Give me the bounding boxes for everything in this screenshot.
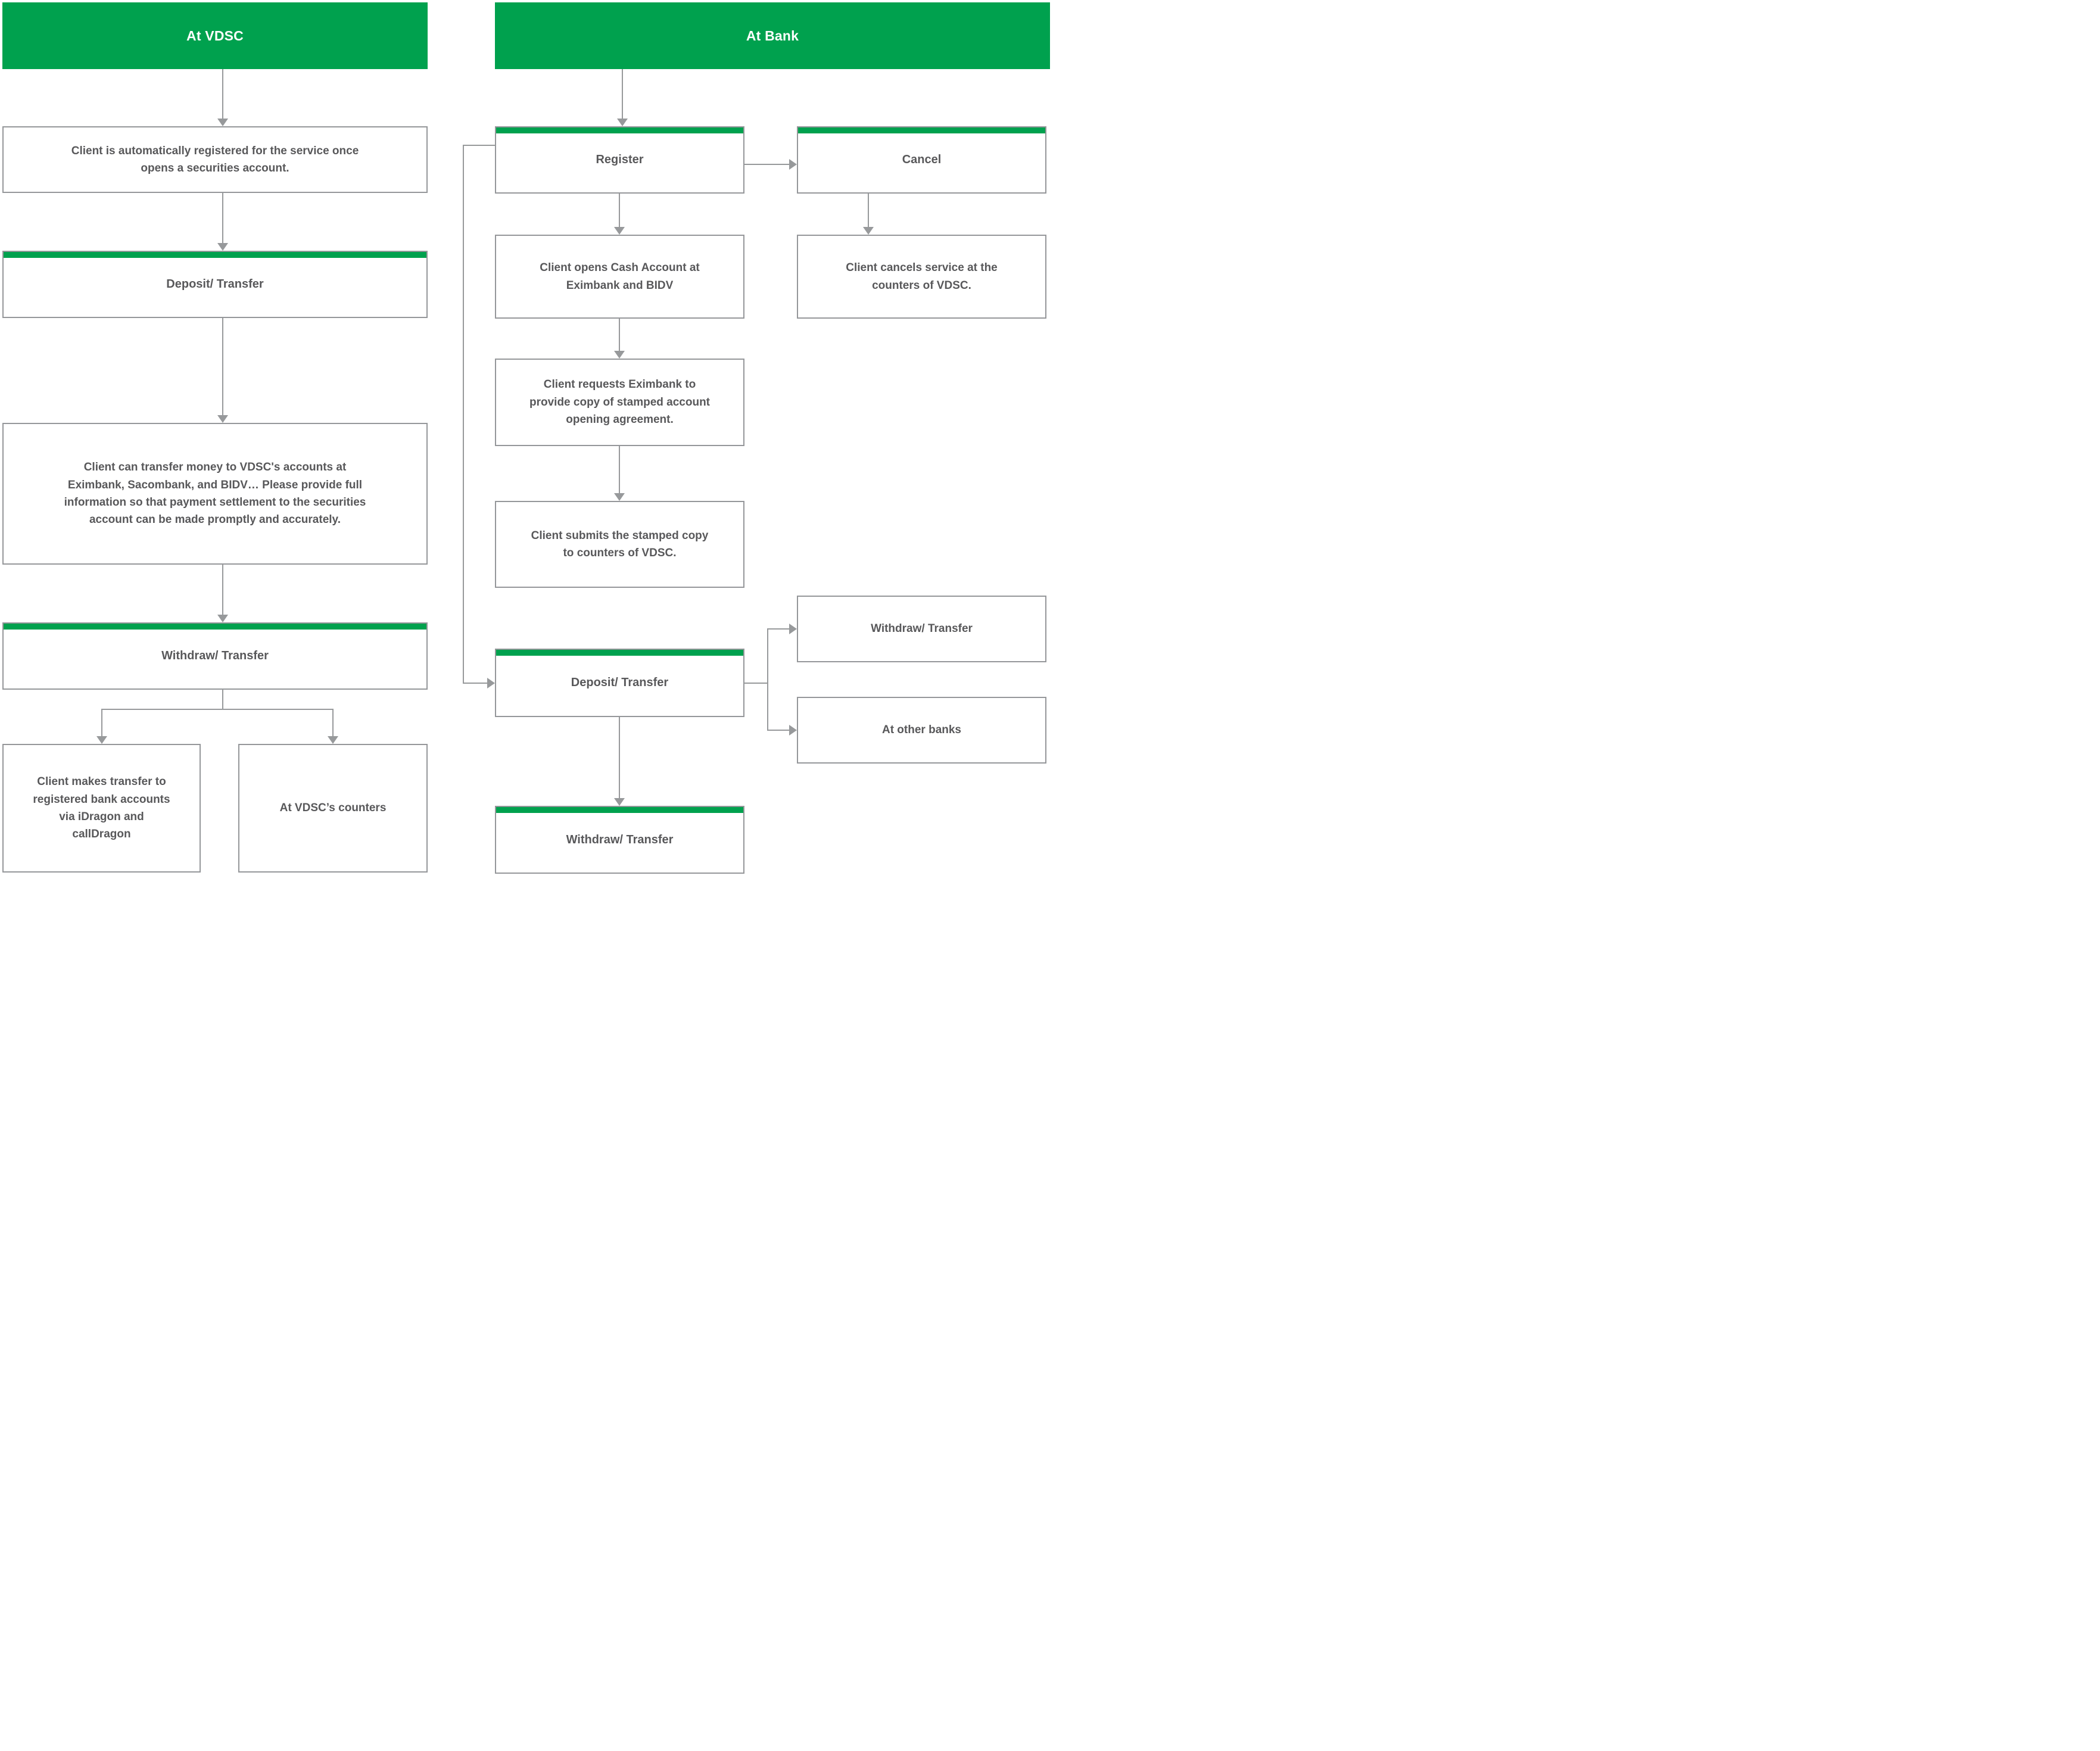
connector-line xyxy=(222,69,223,119)
header-at-bank-label: At Bank xyxy=(746,27,799,43)
connector-line xyxy=(619,319,620,351)
node-other-banks-text: At other banks xyxy=(881,724,962,737)
arrow-down-icon xyxy=(96,736,107,744)
connector-line xyxy=(622,69,623,119)
node-vdsc-deposit-transfer-text: Deposit/ Transfer xyxy=(166,278,264,291)
node-request-stamped-copy: Client requests Eximbank to provide copy… xyxy=(495,359,744,446)
arrow-down-icon xyxy=(614,798,625,806)
arrow-right-icon xyxy=(789,159,797,170)
arrow-right-icon xyxy=(789,624,797,634)
node-bank-withdraw-bottom: Withdraw/ Transfer xyxy=(495,806,744,874)
header-at-vdsc-label: At VDSC xyxy=(186,27,244,43)
header-at-bank: At Bank xyxy=(495,2,1050,69)
node-transfer-info-text: Client can transfer money to VDSC's acco… xyxy=(64,461,366,526)
arrow-down-icon xyxy=(328,736,338,744)
connector-line xyxy=(767,628,789,630)
connector-line xyxy=(222,565,223,615)
arrow-down-icon xyxy=(217,119,228,126)
node-open-cash-account-text: Client opens Cash Account at Eximbank an… xyxy=(540,261,700,292)
node-open-cash-account: Client opens Cash Account at Eximbank an… xyxy=(495,235,744,319)
arrow-down-icon xyxy=(614,493,625,501)
connector-line xyxy=(222,690,223,710)
connector-line xyxy=(463,683,487,684)
node-register-text: Register xyxy=(596,153,644,166)
connector-line xyxy=(619,446,620,494)
connector-line xyxy=(222,193,223,244)
node-register: Register xyxy=(495,126,744,194)
node-request-stamped-copy-text: Client requests Eximbank to provide copy… xyxy=(529,378,710,426)
node-bank-withdraw-bottom-text: Withdraw/ Transfer xyxy=(566,833,674,846)
node-vdsc-counters-text: At VDSC’s counters xyxy=(279,802,387,815)
node-auto-registered-text: Client is automatically registered for t… xyxy=(71,144,359,175)
connector-line xyxy=(101,709,334,710)
node-transfer-info: Client can transfer money to VDSC's acco… xyxy=(2,423,428,565)
node-vdsc-counters: At VDSC’s counters xyxy=(238,744,428,873)
connector-line xyxy=(619,194,620,228)
arrow-down-icon xyxy=(863,227,874,235)
connector-line xyxy=(744,683,768,684)
connector-line xyxy=(767,628,768,731)
arrow-down-icon xyxy=(617,119,628,126)
arrow-down-icon xyxy=(614,227,625,235)
green-accent-bar xyxy=(4,252,426,258)
node-bank-withdraw-side-text: Withdraw/ Transfer xyxy=(871,622,973,635)
flowchart-canvas: At VDSC At Bank Client is automatically … xyxy=(0,0,1050,876)
connector-line xyxy=(332,709,334,737)
connector-line xyxy=(619,717,620,799)
node-other-banks: At other banks xyxy=(797,697,1046,764)
node-cancel-text: Cancel xyxy=(902,153,942,166)
arrow-down-icon xyxy=(217,615,228,622)
arrow-down-icon xyxy=(614,351,625,359)
connector-line xyxy=(744,164,790,165)
node-idragon-transfer-text: Client makes transfer to registered bank… xyxy=(33,775,170,841)
node-auto-registered: Client is automatically registered for t… xyxy=(2,126,428,193)
green-accent-bar xyxy=(496,127,743,133)
node-submit-stamped-copy-text: Client submits the stamped copy to count… xyxy=(531,529,709,559)
header-at-vdsc: At VDSC xyxy=(2,2,428,69)
node-bank-deposit-transfer-text: Deposit/ Transfer xyxy=(571,676,669,689)
connector-line xyxy=(767,730,789,731)
green-accent-bar xyxy=(798,127,1045,133)
node-submit-stamped-copy: Client submits the stamped copy to count… xyxy=(495,501,744,588)
node-idragon-transfer: Client makes transfer to registered bank… xyxy=(2,744,201,873)
node-bank-deposit-transfer: Deposit/ Transfer xyxy=(495,649,744,717)
node-bank-withdraw-side: Withdraw/ Transfer xyxy=(797,596,1046,662)
green-accent-bar xyxy=(496,807,743,813)
connector-line xyxy=(222,318,223,416)
green-accent-bar xyxy=(4,624,426,630)
arrow-right-icon xyxy=(487,678,495,688)
node-vdsc-withdraw-transfer-text: Withdraw/ Transfer xyxy=(161,649,269,662)
node-cancel-info: Client cancels service at the counters o… xyxy=(797,235,1046,319)
green-accent-bar xyxy=(496,650,743,656)
arrow-down-icon xyxy=(217,243,228,251)
node-cancel: Cancel xyxy=(797,126,1046,194)
arrow-right-icon xyxy=(789,725,797,736)
node-vdsc-withdraw-transfer: Withdraw/ Transfer xyxy=(2,622,428,690)
node-vdsc-deposit-transfer: Deposit/ Transfer xyxy=(2,251,428,318)
connector-line xyxy=(101,709,102,737)
node-cancel-info-text: Client cancels service at the counters o… xyxy=(846,261,998,292)
connector-line xyxy=(868,194,869,228)
connector-line xyxy=(463,145,464,684)
arrow-down-icon xyxy=(217,415,228,423)
connector-line xyxy=(463,145,495,146)
